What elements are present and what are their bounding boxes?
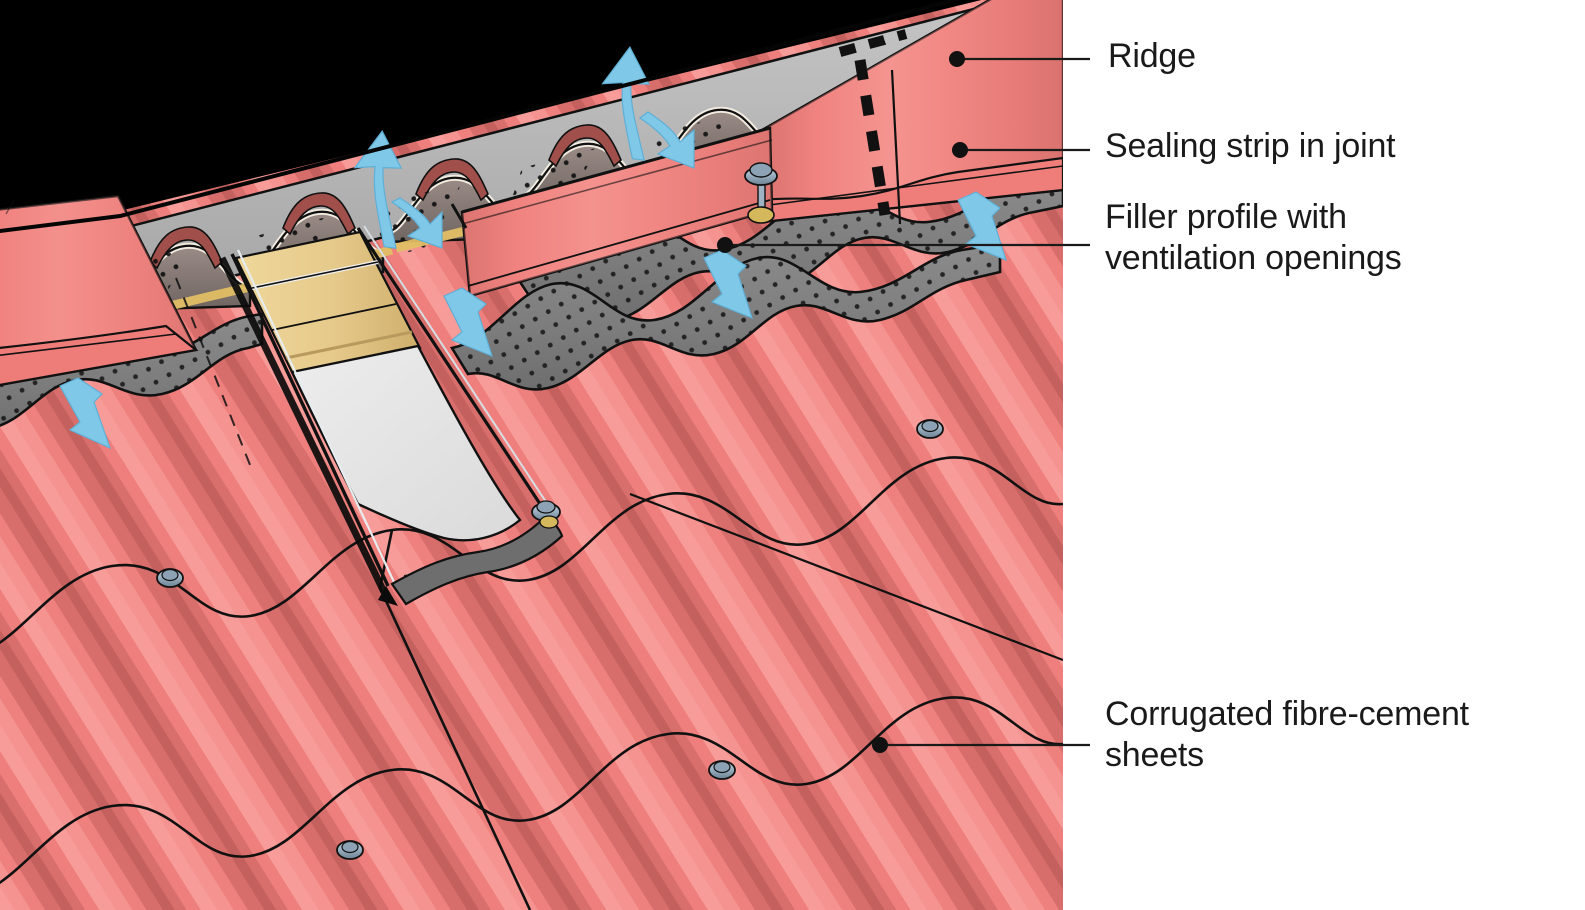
- label-sealing-strip: Sealing strip in joint: [1105, 127, 1396, 165]
- fastener-crown: [916, 419, 944, 439]
- label-filler-profile-line1: Filler profile with: [1105, 198, 1347, 236]
- rooflight-assembly: [175, 225, 564, 606]
- fastener-crown: [708, 760, 736, 780]
- ridge-top-seal-dash: [838, 29, 908, 57]
- ridge-caps: [0, 0, 1063, 387]
- fastener-crown: [156, 568, 184, 588]
- label-area-background: [1063, 0, 1585, 910]
- filler-profiles: [0, 174, 1063, 427]
- airflow-arrow-down: [703, 249, 753, 320]
- airflow-arrow-curved: [353, 130, 403, 249]
- leader-corrugated-sheets: [872, 737, 1090, 753]
- airflow-arrow-curved: [638, 111, 695, 169]
- label-corrugated-sheets-line1: Corrugated fibre-cement: [1105, 695, 1469, 733]
- airflow-arrow-down: [443, 287, 493, 358]
- sealing-strip-dashed: [854, 59, 891, 216]
- leader-filler-profile: [717, 237, 1090, 253]
- airflow-arrow-curved: [390, 197, 443, 249]
- rooflight-glazing: [290, 344, 522, 542]
- fastener-crown: [336, 840, 364, 860]
- label-corrugated-sheets-line2: sheets: [1105, 736, 1204, 774]
- airflow-arrows: [59, 46, 1007, 450]
- airflow-arrow-down: [957, 191, 1007, 262]
- label-filler-profile-line2: ventilation openings: [1105, 239, 1402, 277]
- fastener-ridge-screw: [744, 162, 778, 224]
- ridge-cap-left: [0, 194, 199, 387]
- fasteners: [156, 162, 944, 860]
- filler-profile-right: [517, 174, 1063, 323]
- filler-profile-lower: [449, 242, 1002, 391]
- sheet-course-joints: [0, 456, 1063, 910]
- ridge-line: [0, 0, 963, 234]
- rooflight-rail-right: [356, 227, 550, 517]
- rooflight-rail-left: [230, 253, 390, 587]
- rooflight-bottom-flashing: [390, 514, 564, 606]
- ridge-cap-right: [760, 0, 1063, 225]
- airflow-arrow-down: [59, 377, 112, 450]
- fastener-rooflight: [531, 500, 561, 529]
- label-ridge: Ridge: [1108, 37, 1196, 75]
- illustration-panel: [0, 0, 1063, 910]
- airflow-arrow-curved: [601, 46, 650, 161]
